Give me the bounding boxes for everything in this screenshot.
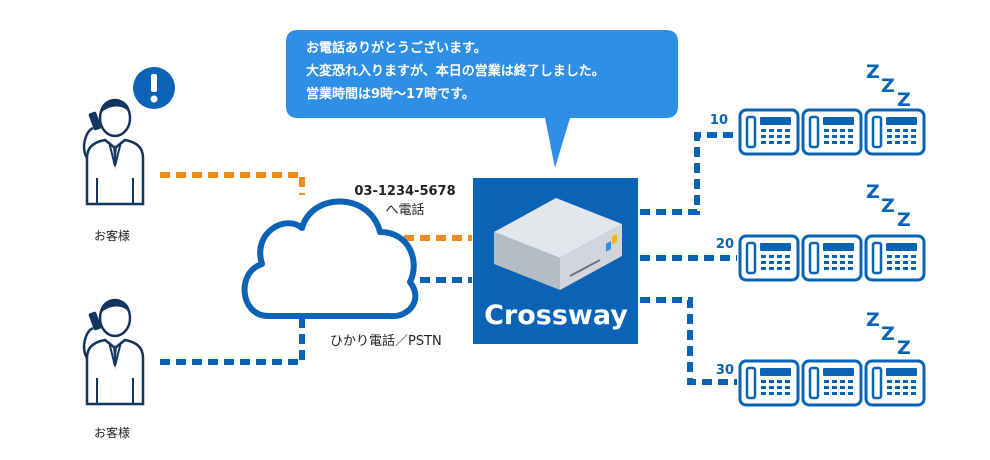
bubble-line-2: 大変恐れ入りますが、本日の営業は終了しました。: [306, 63, 605, 79]
sleep-icon: ZZZ: [866, 181, 911, 231]
server-icon: [494, 198, 622, 290]
blue-line-customer2: [160, 318, 305, 365]
bubble-line-3: 営業時間は9時〜17時です。: [306, 86, 475, 102]
phone-icon: [801, 234, 863, 282]
svg-text:Z: Z: [866, 61, 880, 83]
phone-icon: [801, 359, 863, 407]
pbx-brand: Crossway: [484, 300, 628, 331]
alert-icon: [133, 67, 175, 109]
customer-1: お客様: [82, 67, 175, 243]
svg-text:Z: Z: [866, 309, 880, 331]
connection-lines: [160, 132, 737, 385]
cloud-icon: [241, 198, 419, 320]
call-action: へ電話: [385, 202, 424, 218]
customer-label: お客様: [94, 228, 130, 243]
svg-text:Z: Z: [897, 209, 911, 231]
svg-text:Z: Z: [881, 195, 895, 217]
sleep-icon: ZZZ: [866, 61, 911, 111]
phone-group-10: 10 ZZZ: [710, 61, 926, 156]
bubble-line-1: お電話ありがとうございます。: [306, 40, 487, 56]
call-number: 03-1234-5678: [354, 184, 455, 199]
group-label: 20: [716, 237, 734, 252]
person-icon: [82, 97, 145, 206]
phone-icon: [801, 108, 863, 156]
phone-icon: [738, 108, 800, 156]
line-to-group-30: [640, 297, 737, 385]
network-label: ひかり電話／PSTN: [330, 333, 442, 349]
svg-text:Z: Z: [881, 323, 895, 345]
svg-text:Z: Z: [897, 337, 911, 359]
phone-group-30: 30 ZZZ: [716, 309, 926, 407]
phone-icon: [864, 359, 926, 407]
phone-icon: [864, 108, 926, 156]
sleep-icon: ZZZ: [866, 309, 911, 359]
phone-icon: [738, 359, 800, 407]
group-label: 10: [710, 113, 728, 128]
pbx-device: Crossway: [473, 178, 638, 344]
group-label: 30: [716, 363, 734, 378]
phone-icon: [738, 234, 800, 282]
phone-group-20: 20 ZZZ: [716, 181, 926, 282]
svg-text:Z: Z: [866, 181, 880, 203]
customer-2: お客様: [82, 297, 145, 440]
phone-icon: [864, 234, 926, 282]
speech-bubble: お電話ありがとうございます。 大変恐れ入りますが、本日の営業は終了しました。 営…: [286, 30, 678, 168]
person-icon: [82, 297, 145, 406]
orange-line-customer1: [160, 172, 305, 195]
svg-text:Z: Z: [897, 89, 911, 111]
line-to-group-10: [640, 132, 737, 215]
svg-text:Z: Z: [881, 75, 895, 97]
customer-label: お客様: [94, 425, 130, 440]
